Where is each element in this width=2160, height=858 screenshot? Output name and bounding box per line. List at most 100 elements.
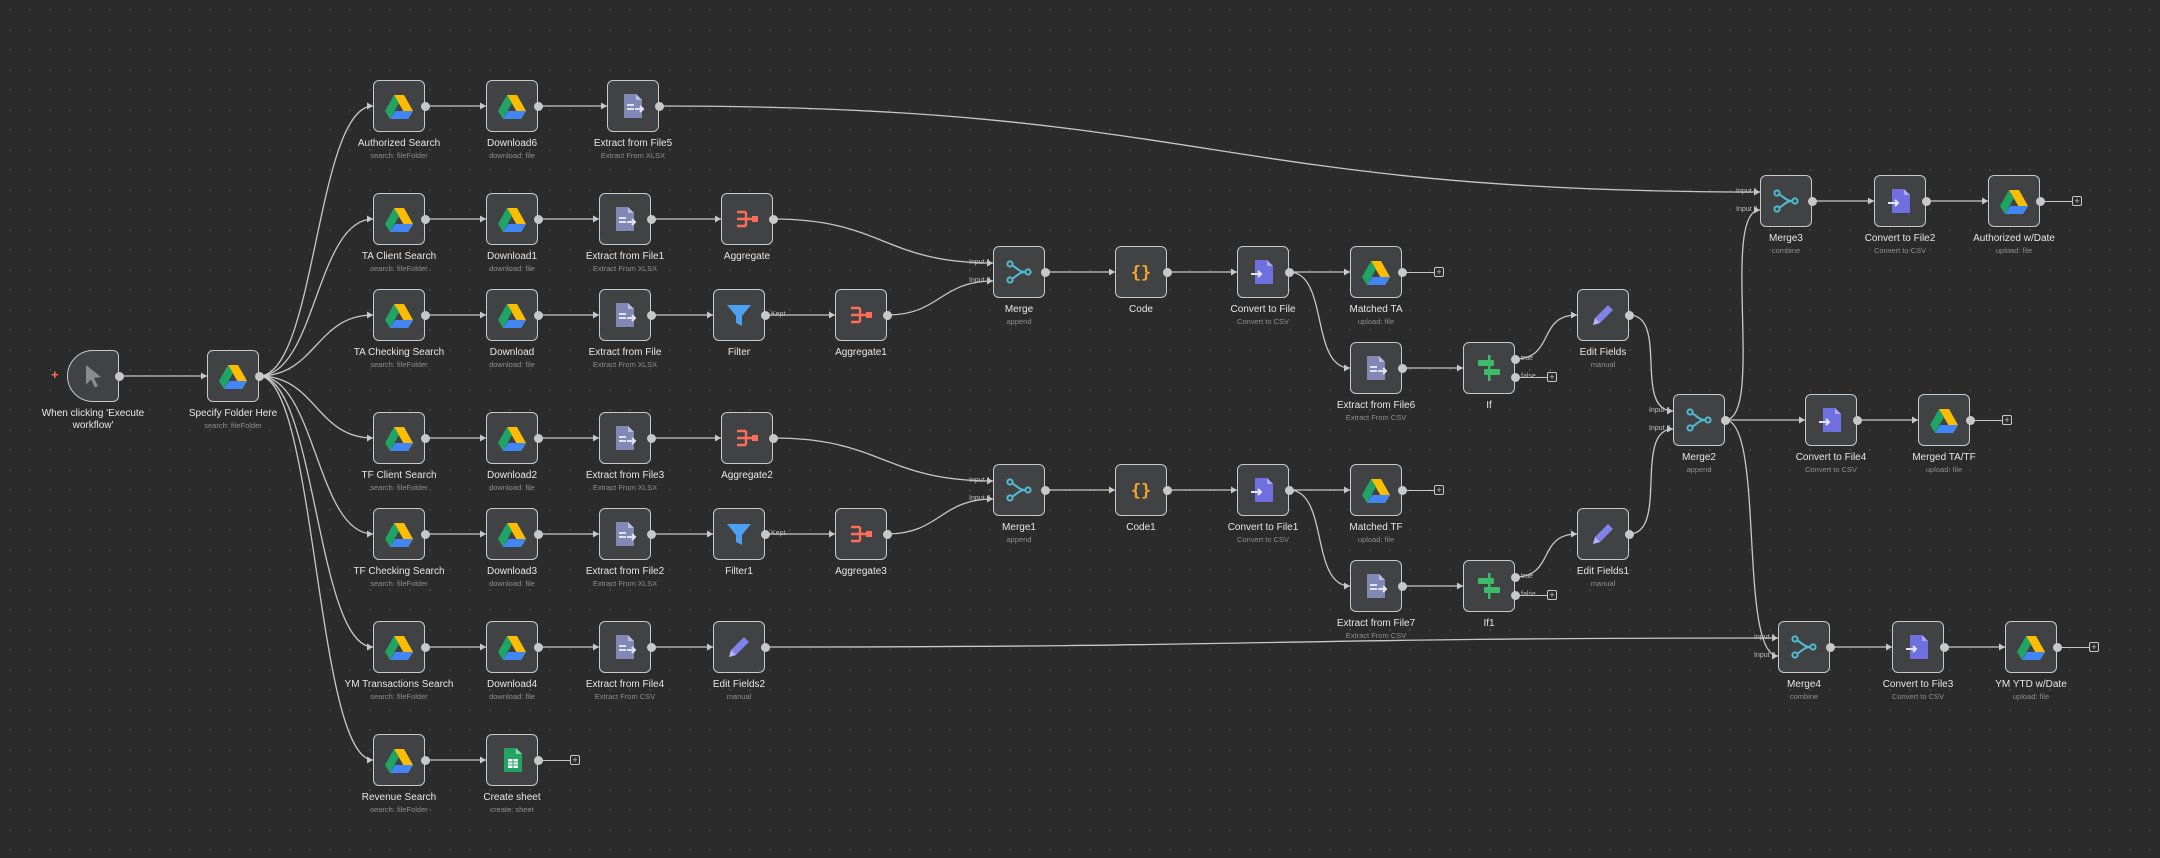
output-port[interactable] bbox=[1162, 485, 1172, 495]
output-port[interactable] bbox=[646, 214, 656, 224]
output-port[interactable] bbox=[533, 101, 543, 111]
node-createsheet[interactable] bbox=[486, 734, 538, 786]
node-ymytd[interactable] bbox=[2005, 621, 2057, 673]
node-extract3[interactable] bbox=[599, 412, 651, 464]
output-port[interactable] bbox=[420, 433, 430, 443]
output-port[interactable] bbox=[533, 755, 543, 765]
node-editfields1[interactable] bbox=[1577, 508, 1629, 560]
node-download4[interactable] bbox=[486, 621, 538, 673]
node-extract2[interactable] bbox=[599, 508, 651, 560]
node-trigger[interactable] bbox=[67, 350, 119, 402]
node-download[interactable] bbox=[486, 289, 538, 341]
add-node-button[interactable]: + bbox=[2089, 642, 2099, 652]
output-port[interactable] bbox=[882, 529, 892, 539]
node-taclient[interactable] bbox=[373, 193, 425, 245]
node-download3[interactable] bbox=[486, 508, 538, 560]
output-port[interactable] bbox=[1624, 529, 1634, 539]
node-tachecking[interactable] bbox=[373, 289, 425, 341]
edge-specify-tachecking[interactable] bbox=[258, 314, 374, 377]
edge-merge2-merge4[interactable] bbox=[1724, 419, 1779, 657]
node-editfields[interactable] bbox=[1577, 289, 1629, 341]
output-port[interactable] bbox=[114, 371, 124, 381]
node-merge2[interactable] bbox=[1673, 394, 1725, 446]
node-extract5[interactable] bbox=[607, 80, 659, 132]
node-convert1[interactable] bbox=[1237, 464, 1289, 516]
output-port[interactable] bbox=[1825, 642, 1835, 652]
node-download1[interactable] bbox=[486, 193, 538, 245]
node-mergedtatf[interactable] bbox=[1918, 394, 1970, 446]
node-specify[interactable] bbox=[207, 350, 259, 402]
output-port[interactable] bbox=[1397, 581, 1407, 591]
edge-merge2-merge3[interactable] bbox=[1724, 209, 1761, 421]
output-port[interactable] bbox=[646, 433, 656, 443]
node-authsearch[interactable] bbox=[373, 80, 425, 132]
output-port[interactable] bbox=[1040, 485, 1050, 495]
node-filter[interactable] bbox=[713, 289, 765, 341]
node-authdate[interactable] bbox=[1988, 175, 2040, 227]
output-port[interactable] bbox=[760, 310, 770, 320]
output-port[interactable] bbox=[646, 310, 656, 320]
output-port[interactable] bbox=[1397, 363, 1407, 373]
edge-editfields2-merge4[interactable] bbox=[764, 637, 1779, 648]
edge-if-editfields[interactable] bbox=[1514, 314, 1578, 360]
add-node-button[interactable]: + bbox=[2002, 415, 2012, 425]
node-extract7[interactable] bbox=[1350, 560, 1402, 612]
output-port[interactable] bbox=[1807, 196, 1817, 206]
output-port[interactable] bbox=[1162, 267, 1172, 277]
edge-convert-extract6[interactable] bbox=[1288, 271, 1351, 369]
output-port[interactable] bbox=[1624, 310, 1634, 320]
output-port[interactable] bbox=[760, 529, 770, 539]
edge-specify-tfchecking[interactable] bbox=[258, 375, 374, 535]
edge-aggregate2-merge1[interactable] bbox=[772, 437, 994, 482]
output-port[interactable] bbox=[533, 310, 543, 320]
output-port[interactable] bbox=[1040, 267, 1050, 277]
node-aggregate3[interactable] bbox=[835, 508, 887, 560]
node-convert4[interactable] bbox=[1805, 394, 1857, 446]
output-port[interactable] bbox=[1284, 485, 1294, 495]
edge-specify-tfclient[interactable] bbox=[258, 375, 374, 439]
output-port[interactable] bbox=[420, 214, 430, 224]
node-extract[interactable] bbox=[599, 289, 651, 341]
output-port[interactable] bbox=[646, 642, 656, 652]
output-port[interactable] bbox=[1510, 590, 1520, 600]
add-node-button[interactable]: + bbox=[1547, 590, 1557, 600]
node-convert2[interactable] bbox=[1874, 175, 1926, 227]
edge-editfields1-merge2[interactable] bbox=[1628, 428, 1674, 535]
output-port[interactable] bbox=[533, 214, 543, 224]
node-merge4[interactable] bbox=[1778, 621, 1830, 673]
output-port[interactable] bbox=[533, 529, 543, 539]
output-port[interactable] bbox=[1284, 267, 1294, 277]
node-download6[interactable] bbox=[486, 80, 538, 132]
output-port[interactable] bbox=[768, 433, 778, 443]
node-download2[interactable] bbox=[486, 412, 538, 464]
node-aggregate1[interactable] bbox=[835, 289, 887, 341]
add-node-button[interactable]: + bbox=[570, 755, 580, 765]
output-port[interactable] bbox=[760, 642, 770, 652]
output-port[interactable] bbox=[1510, 572, 1520, 582]
output-port[interactable] bbox=[533, 642, 543, 652]
node-merge[interactable] bbox=[993, 246, 1045, 298]
node-matchedtf[interactable] bbox=[1350, 464, 1402, 516]
edge-convert1-extract7[interactable] bbox=[1288, 489, 1351, 587]
node-if1[interactable] bbox=[1463, 560, 1515, 612]
node-if[interactable] bbox=[1463, 342, 1515, 394]
output-port[interactable] bbox=[2035, 196, 2045, 206]
edge-specify-authsearch[interactable] bbox=[258, 105, 374, 377]
node-extract1[interactable] bbox=[599, 193, 651, 245]
node-merge1[interactable] bbox=[993, 464, 1045, 516]
add-node-button[interactable]: + bbox=[1547, 372, 1557, 382]
node-aggregate2[interactable] bbox=[721, 412, 773, 464]
edge-specify-revenue[interactable] bbox=[258, 375, 374, 761]
node-convert[interactable] bbox=[1237, 246, 1289, 298]
node-matchedta[interactable] bbox=[1350, 246, 1402, 298]
output-port[interactable] bbox=[420, 310, 430, 320]
node-tfclient[interactable] bbox=[373, 412, 425, 464]
add-node-button[interactable]: + bbox=[1434, 485, 1444, 495]
edge-aggregate1-merge[interactable] bbox=[886, 280, 994, 316]
output-port[interactable] bbox=[2052, 642, 2062, 652]
edge-extract5-merge3[interactable] bbox=[658, 105, 1761, 193]
node-convert3[interactable] bbox=[1892, 621, 1944, 673]
edge-specify-ymsearch[interactable] bbox=[258, 375, 374, 648]
add-node-button[interactable]: + bbox=[1434, 267, 1444, 277]
